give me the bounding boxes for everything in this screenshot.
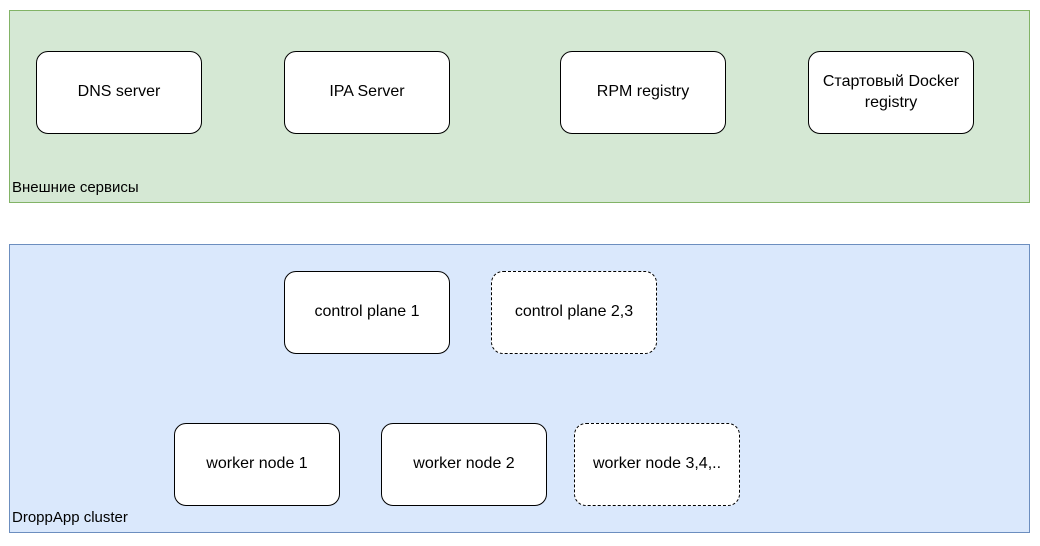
worker-node-2-label: worker node 2	[413, 455, 515, 473]
control-plane-2-3-node-label: control plane 2,3	[514, 303, 634, 321]
control-plane-2-3-node[interactable]: control plane 2,3	[491, 271, 657, 354]
worker-node-3-4-node-label: worker node 3,4,..	[592, 455, 722, 473]
dns-server-node-label: DNS server	[77, 83, 161, 101]
dns-server-node[interactable]: DNS server	[36, 51, 202, 134]
external-services-group-label: Внешние сервисы	[12, 179, 139, 196]
control-plane-1-node-label: control plane 1	[314, 303, 420, 321]
rpm-registry-node-label: RPM registry	[596, 83, 690, 101]
control-plane-1-node[interactable]: control plane 1	[284, 271, 450, 354]
worker-node-2[interactable]: worker node 2	[381, 423, 547, 506]
ipa-server-node[interactable]: IPA Server	[284, 51, 450, 134]
docker-registry-node[interactable]: Стартовый Docker registry	[808, 51, 974, 134]
ipa-server-node-label: IPA Server	[329, 83, 405, 101]
worker-node-1[interactable]: worker node 1	[174, 423, 340, 506]
worker-node-1-label: worker node 1	[206, 455, 308, 473]
rpm-registry-node[interactable]: RPM registry	[560, 51, 726, 134]
worker-node-3-4-node[interactable]: worker node 3,4,..	[574, 423, 740, 506]
cluster-group-label: DroppApp cluster	[12, 509, 128, 526]
docker-registry-node-label: Стартовый Docker registry	[822, 72, 960, 111]
